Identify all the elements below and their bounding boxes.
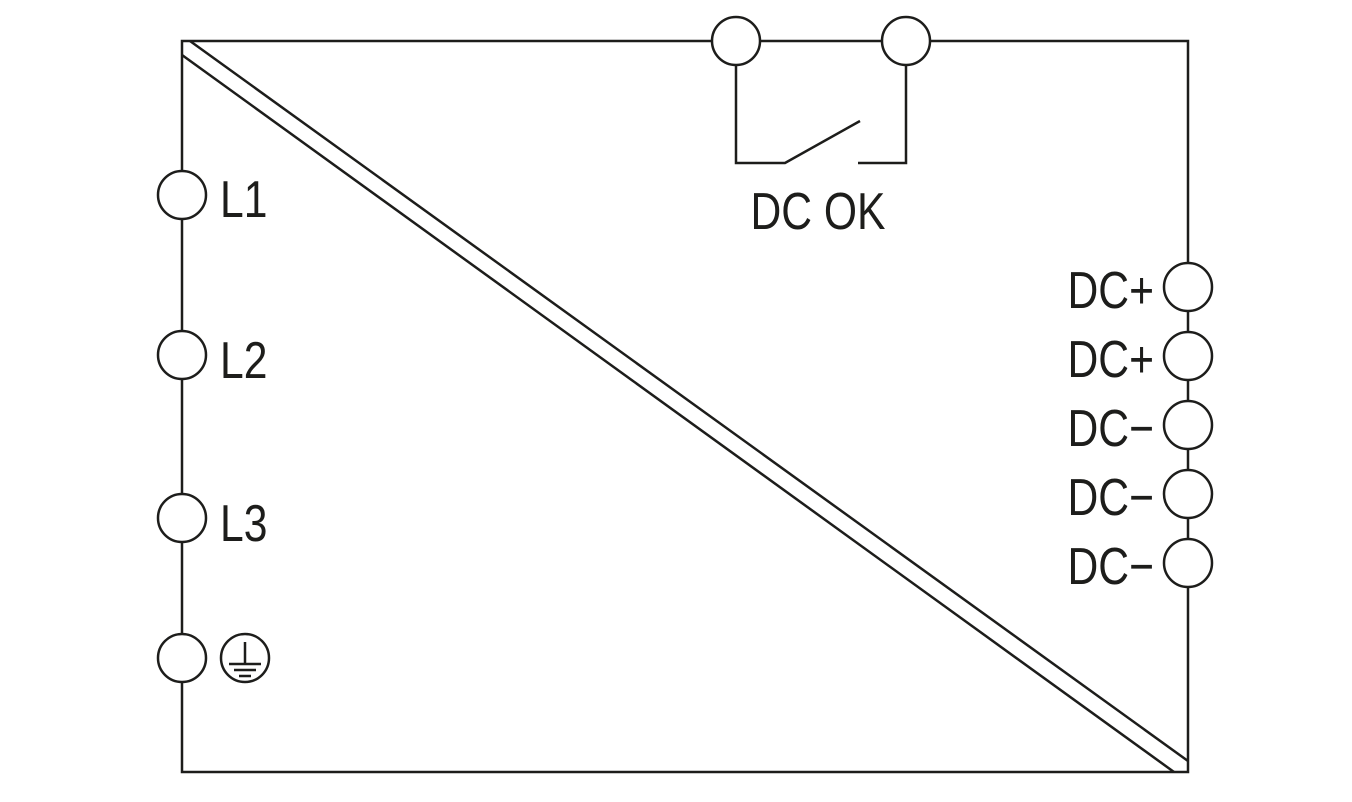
- terminal-dc-minus-1: [1162, 399, 1214, 451]
- terminal-l3: [156, 492, 208, 544]
- label-l3: L3: [220, 495, 267, 553]
- label-dc-minus-3: DC−: [1068, 538, 1154, 596]
- terminal-dc-minus-2: [1162, 468, 1214, 520]
- label-dc-minus-1: DC−: [1068, 400, 1154, 458]
- label-dc-plus-1: DC+: [1068, 262, 1154, 320]
- label-l1: L1: [220, 171, 267, 229]
- converter-diagonal-lower: [181, 53, 1175, 774]
- label-dc-ok: DC OK: [750, 183, 885, 241]
- dc-ok-relay-contact: [734, 41, 908, 165]
- terminal-dc-minus-3: [1162, 537, 1214, 589]
- converter-diagonal-upper: [189, 39, 1189, 763]
- dc-ok-terminal-2: [880, 15, 932, 67]
- dc-ok-terminal-1: [710, 15, 762, 67]
- protective-earth-icon: [219, 632, 271, 684]
- terminal-l1: [156, 169, 208, 221]
- device-box: [180, 39, 1190, 774]
- terminal-dc-plus-2: [1162, 330, 1214, 382]
- terminal-pe: [156, 632, 208, 684]
- label-l2: L2: [220, 332, 267, 390]
- terminal-l2: [156, 329, 208, 381]
- label-dc-minus-2: DC−: [1068, 469, 1154, 527]
- label-dc-plus-2: DC+: [1068, 331, 1154, 389]
- terminal-dc-plus-1: [1162, 261, 1214, 313]
